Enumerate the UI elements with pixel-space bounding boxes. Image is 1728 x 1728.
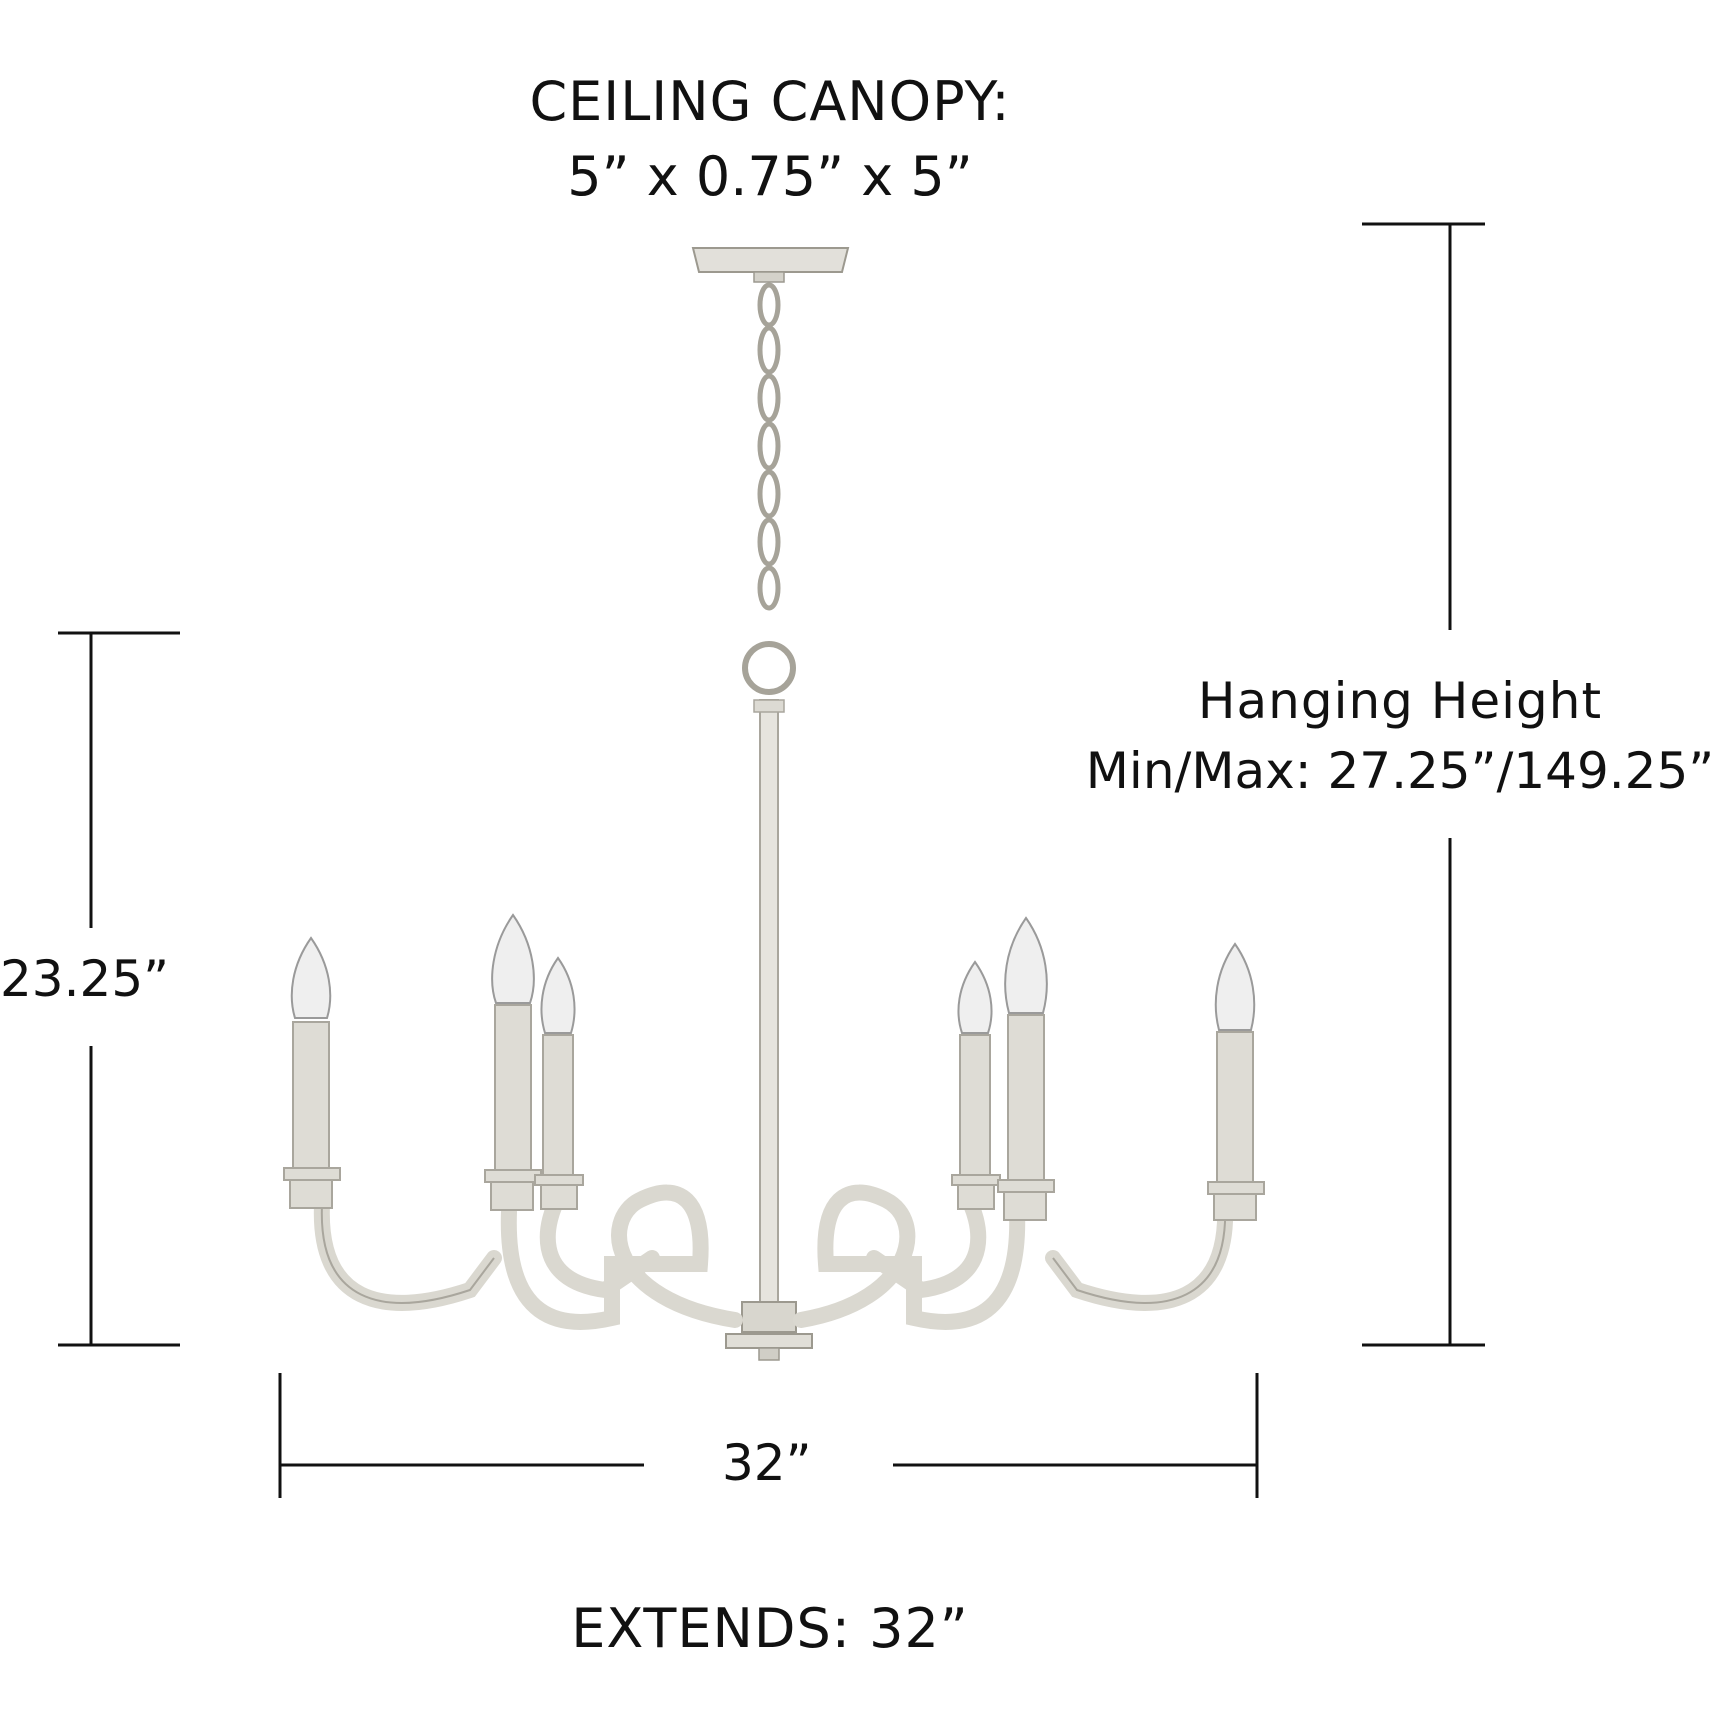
hanging-height-dimensions: Min/Max: 27.25”/149.25” xyxy=(1085,742,1715,800)
candle-bulbs xyxy=(290,913,1256,1034)
center-hub xyxy=(741,1301,797,1333)
stem xyxy=(759,699,779,1313)
fixture-height-label: 23.25” xyxy=(0,950,170,1008)
extends-label: EXTENDS: 32” xyxy=(571,1597,969,1660)
chain xyxy=(742,282,796,695)
fixture-width-dimension-line xyxy=(278,1373,1259,1498)
hanging-height-label: Hanging Height xyxy=(1197,672,1603,730)
hanging-height-dimension-line xyxy=(1362,222,1485,1347)
fixture-width-label: 32” xyxy=(722,1434,812,1492)
chandelier-image xyxy=(283,247,1265,1361)
ceiling-canopy-dimensions: 5” x 0.75” x 5” xyxy=(567,145,973,208)
ceiling-canopy-label: CEILING CANOPY: xyxy=(529,70,1011,133)
candle-sockets xyxy=(283,1004,1265,1221)
ceiling-canopy xyxy=(691,247,850,273)
fixture-height-dimension-line xyxy=(58,631,180,1347)
